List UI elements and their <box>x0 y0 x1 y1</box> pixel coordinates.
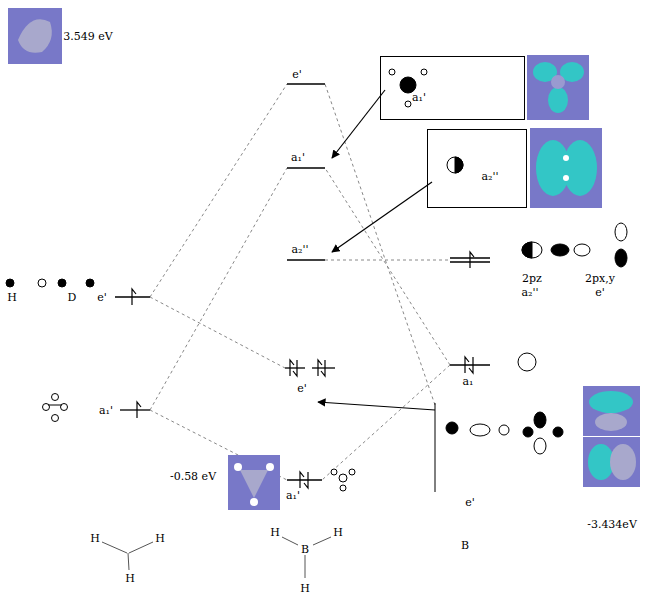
level-label: e' <box>464 496 476 509</box>
level-label: a₁' <box>98 404 114 417</box>
molecule-sketches <box>102 537 331 578</box>
energy-value: -0.58 eV <box>169 470 217 483</box>
atom-label: H <box>89 532 101 545</box>
atom-label: H <box>269 526 281 539</box>
atom-label: D <box>67 291 78 304</box>
orbital-sketches <box>6 69 627 491</box>
atom-label: H <box>154 532 166 545</box>
correlation-lines <box>150 84 450 480</box>
orbital-label: 2pz <box>521 272 543 285</box>
pointer-arrows <box>318 90 435 410</box>
symmetry-label: e' <box>594 286 606 299</box>
level-label: a₁' <box>285 489 301 502</box>
level-label: a₂'' <box>290 243 309 256</box>
symmetry-label: a₂'' <box>520 286 539 299</box>
orbital-renders <box>8 8 640 510</box>
energy-value: 3.549 eV <box>62 30 113 43</box>
level-label: a₁ <box>462 375 475 388</box>
orbital-box: a₁' <box>380 56 525 120</box>
level-label: e' <box>96 291 108 304</box>
atom-label: H <box>299 582 311 595</box>
atom-label: B <box>460 539 470 552</box>
symmetry-label: a₁' <box>412 92 426 103</box>
atom-label: B <box>300 543 310 556</box>
atom-label: H <box>6 291 18 304</box>
orbital-label: 2px,y <box>584 272 616 285</box>
bracket <box>435 403 436 492</box>
level-label: a₁' <box>290 151 306 164</box>
electrons <box>132 252 474 488</box>
energy-levels <box>115 84 490 480</box>
atom-label: H <box>124 572 136 585</box>
energy-value: -3.434eV <box>586 518 638 531</box>
orbital-box: a₂'' <box>427 129 527 208</box>
level-label: e' <box>291 68 303 81</box>
symmetry-label: a₂'' <box>481 171 498 182</box>
atom-label: H <box>332 526 344 539</box>
level-label: e' <box>296 382 308 395</box>
